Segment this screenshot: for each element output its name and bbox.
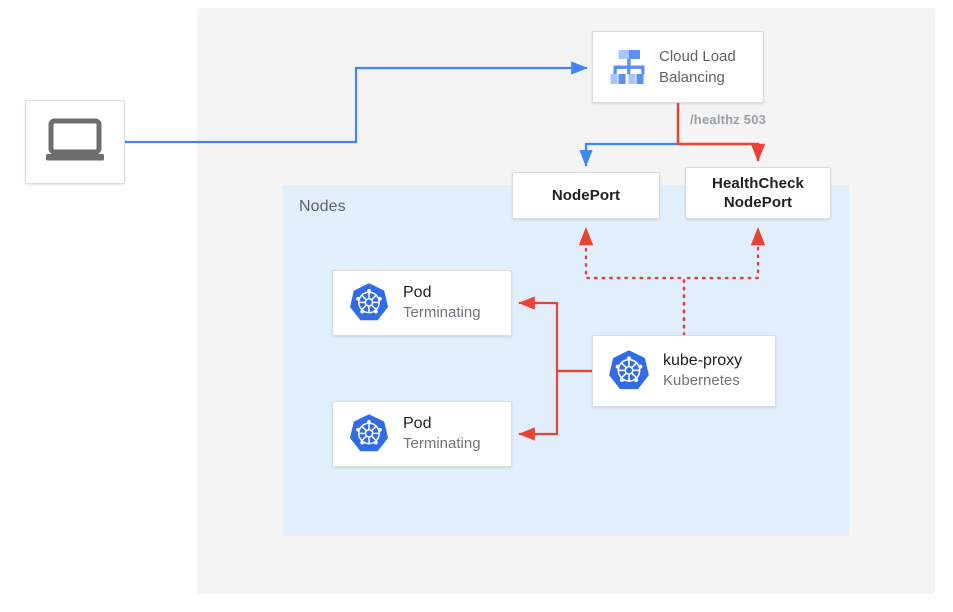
- healthcheck-nodeport-node[interactable]: HealthCheck NodePort: [685, 167, 831, 219]
- healthcheck-nodeport-label-line2: NodePort: [723, 194, 793, 211]
- pod-2-status: Terminating: [403, 435, 481, 452]
- healthz-edge-label: /healthz 503: [690, 112, 767, 127]
- pod-2-title: Pod: [403, 415, 432, 432]
- edge-load-balancer-to-nodeport: [579, 103, 680, 167]
- edge-kubeproxy-to-pod2: [518, 369, 592, 441]
- healthcheck-nodeport-label-line1: HealthCheck: [712, 175, 804, 192]
- healthcheck-nodeport-label: HealthCheck NodePort: [712, 174, 804, 212]
- kubernetes-icon: [345, 412, 393, 456]
- kube-proxy-labels: kube-proxy Kubernetes: [663, 351, 742, 391]
- edge-kubeproxy-to-nodeport-dotted: [578, 226, 686, 337]
- cloud-load-balancing-label-line2: Balancing: [659, 69, 725, 86]
- laptop-icon: [44, 117, 106, 168]
- edge-kubeproxy-to-pod1: [518, 296, 592, 373]
- pod-node-2[interactable]: Pod Terminating: [332, 401, 512, 467]
- pod-1-labels: Pod Terminating: [403, 283, 481, 323]
- edge-kubeproxy-to-healthcheck-nodeport-dotted: [682, 226, 766, 337]
- pod-1-title: Pod: [403, 284, 432, 301]
- client-node[interactable]: [25, 100, 125, 184]
- cloud-load-balancing-label-line1: Cloud Load: [659, 48, 736, 65]
- pod-1-status: Terminating: [403, 304, 481, 321]
- kubernetes-icon: [345, 281, 393, 325]
- kube-proxy-subtitle: Kubernetes: [663, 372, 740, 389]
- edge-load-balancer-to-healthcheck-nodeport: [676, 103, 766, 162]
- pod-node-1[interactable]: Pod Terminating: [332, 270, 512, 336]
- cloud-load-balancing-node[interactable]: Cloud Load Balancing: [592, 31, 764, 103]
- kube-proxy-title: kube-proxy: [663, 352, 743, 369]
- nodes-region-label: Nodes: [299, 198, 346, 215]
- pod-2-labels: Pod Terminating: [403, 414, 481, 454]
- nodeport-node[interactable]: NodePort: [512, 172, 660, 219]
- kubernetes-icon: [605, 348, 653, 394]
- edge-client-to-load-balancer: [125, 61, 588, 144]
- cloud-load-balancing-label: Cloud Load Balancing: [659, 46, 736, 88]
- cloud-load-balancing-icon: [603, 47, 655, 87]
- kube-proxy-node[interactable]: kube-proxy Kubernetes: [592, 335, 776, 407]
- nodeport-label: NodePort: [551, 187, 621, 204]
